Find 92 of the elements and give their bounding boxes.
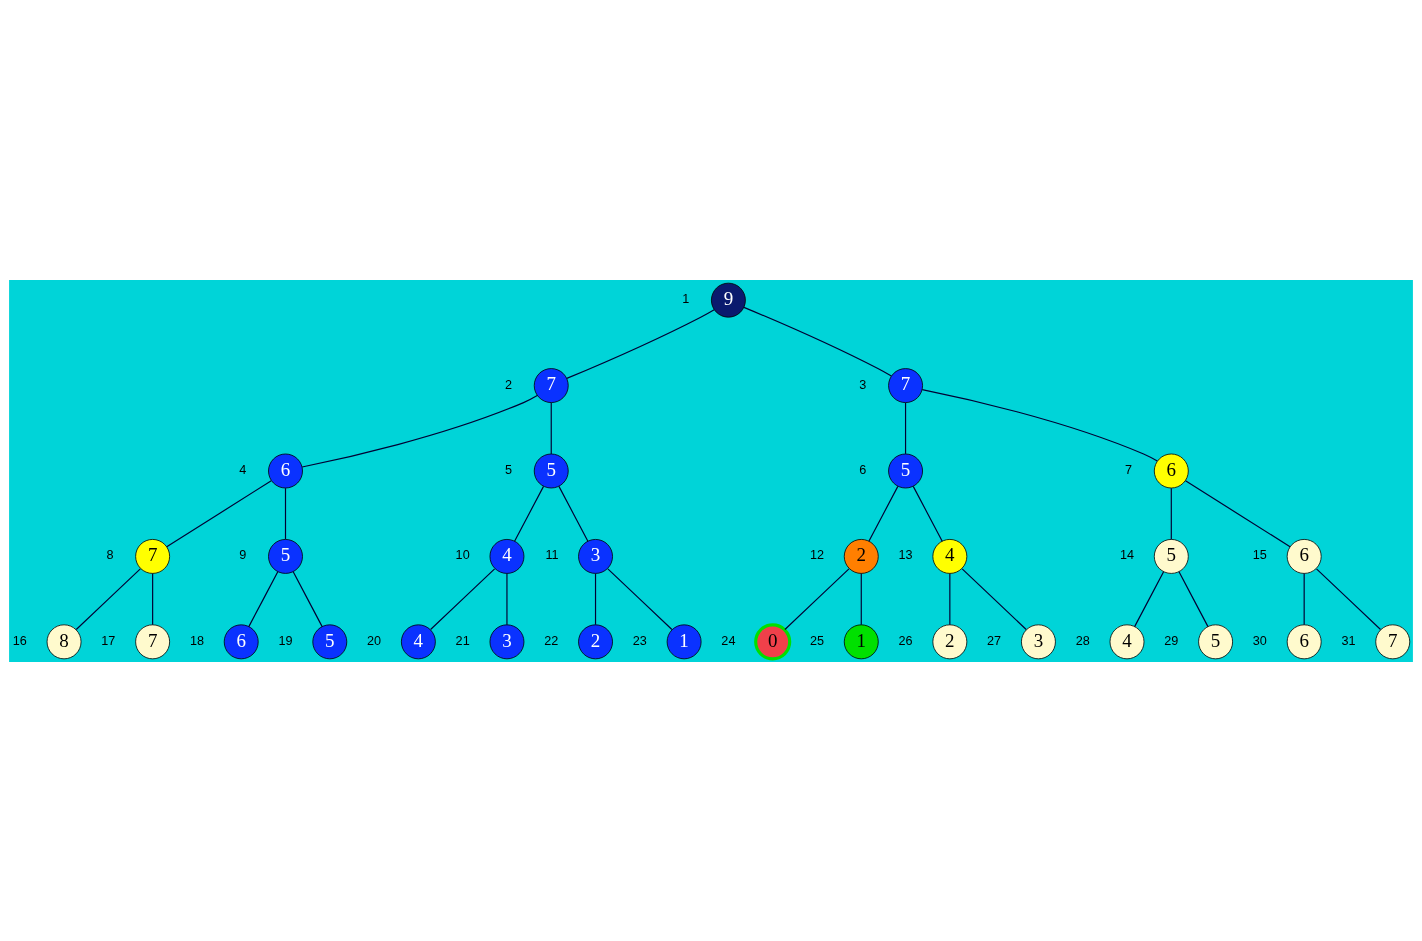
node-label: 22	[544, 633, 559, 648]
node-label: 23	[632, 633, 647, 648]
node-label: 26	[898, 633, 913, 648]
connector	[594, 572, 597, 625]
node-circle: 6	[223, 623, 259, 659]
connector	[1315, 567, 1382, 630]
node-label: 30	[1252, 633, 1267, 648]
node-circle: 7	[533, 367, 569, 403]
node-label: 28	[1075, 633, 1090, 648]
connector	[513, 485, 545, 542]
connector	[430, 567, 496, 630]
connector	[292, 570, 323, 627]
node-circle: 4	[489, 538, 525, 574]
node-label: 5	[505, 462, 513, 477]
node-circle: 5	[888, 453, 923, 488]
node-circle: 4	[1109, 623, 1145, 659]
connector	[1303, 572, 1305, 625]
connector	[868, 485, 899, 542]
node-label: 18	[189, 633, 204, 648]
node-circle: 5	[1153, 538, 1189, 574]
connector	[607, 567, 673, 630]
node-label: 9	[239, 547, 247, 562]
connector	[166, 479, 272, 547]
node-circle: 5	[1198, 623, 1233, 659]
node-circle: 0	[754, 622, 792, 660]
node-circle: 3	[489, 623, 525, 659]
node-label: 4	[239, 462, 247, 477]
node-label: 20	[367, 633, 382, 648]
node-label: 24	[721, 633, 736, 648]
node-label: 13	[898, 547, 913, 562]
node-circle: 2	[843, 538, 879, 574]
node-label: 27	[987, 633, 1002, 648]
node-label: 29	[1164, 633, 1179, 648]
node-label: 21	[455, 633, 470, 648]
connector	[1178, 570, 1209, 627]
connector	[1184, 479, 1291, 547]
node-circle: 5	[268, 538, 303, 574]
node-label: 11	[545, 547, 559, 562]
node-label: 1	[682, 291, 690, 306]
node-label: 19	[278, 633, 293, 648]
node-circle: 3	[1021, 623, 1056, 659]
connector	[904, 401, 907, 454]
node-circle: 7	[888, 367, 923, 403]
node-label: 16	[12, 633, 27, 648]
node-circle: 1	[666, 623, 702, 659]
node-label: 15	[1252, 547, 1267, 562]
node-circle: 2	[578, 623, 613, 659]
node-label: 7	[1125, 462, 1133, 477]
node-label: 31	[1341, 633, 1356, 648]
node-circle: 5	[312, 623, 348, 659]
node-circle: 4	[400, 623, 436, 659]
connector	[784, 567, 850, 630]
connector	[301, 394, 538, 468]
connector	[75, 567, 141, 630]
node-circle: 7	[135, 538, 171, 574]
node-circle: 6	[1286, 623, 1322, 659]
node-circle: 7	[1375, 623, 1411, 659]
node-circle: 6	[1286, 538, 1322, 574]
connector	[506, 572, 508, 625]
node-circle: 5	[533, 453, 569, 488]
node-circle: 2	[932, 623, 968, 659]
node-label: 10	[455, 547, 470, 562]
connector	[248, 570, 279, 627]
connector	[566, 308, 715, 379]
node-label: 17	[101, 633, 116, 648]
node-label: 25	[809, 633, 825, 648]
node-circle: 6	[1153, 453, 1189, 488]
node-label: 12	[809, 547, 825, 562]
connector	[961, 567, 1027, 630]
connector	[558, 485, 589, 542]
connector	[1134, 570, 1165, 627]
node-circle: 7	[135, 623, 171, 659]
node-circle: 6	[268, 453, 303, 488]
node-circle: 9	[711, 282, 746, 318]
connector	[743, 306, 892, 377]
node-label: 14	[1119, 547, 1135, 562]
node-circle: 8	[46, 623, 82, 659]
connector	[550, 401, 552, 454]
connector	[912, 485, 943, 542]
node-circle: 1	[843, 623, 879, 659]
node-label: 6	[859, 462, 867, 477]
connector	[284, 487, 287, 540]
connector	[921, 388, 1158, 462]
node-circle: 4	[932, 538, 968, 574]
node-circle: 3	[578, 538, 613, 574]
node-label: 3	[859, 377, 867, 392]
connector	[152, 572, 154, 625]
connector	[1170, 487, 1172, 540]
connector	[949, 572, 951, 625]
node-label: 8	[106, 547, 114, 562]
connector	[860, 572, 862, 625]
node-label: 2	[505, 377, 513, 392]
